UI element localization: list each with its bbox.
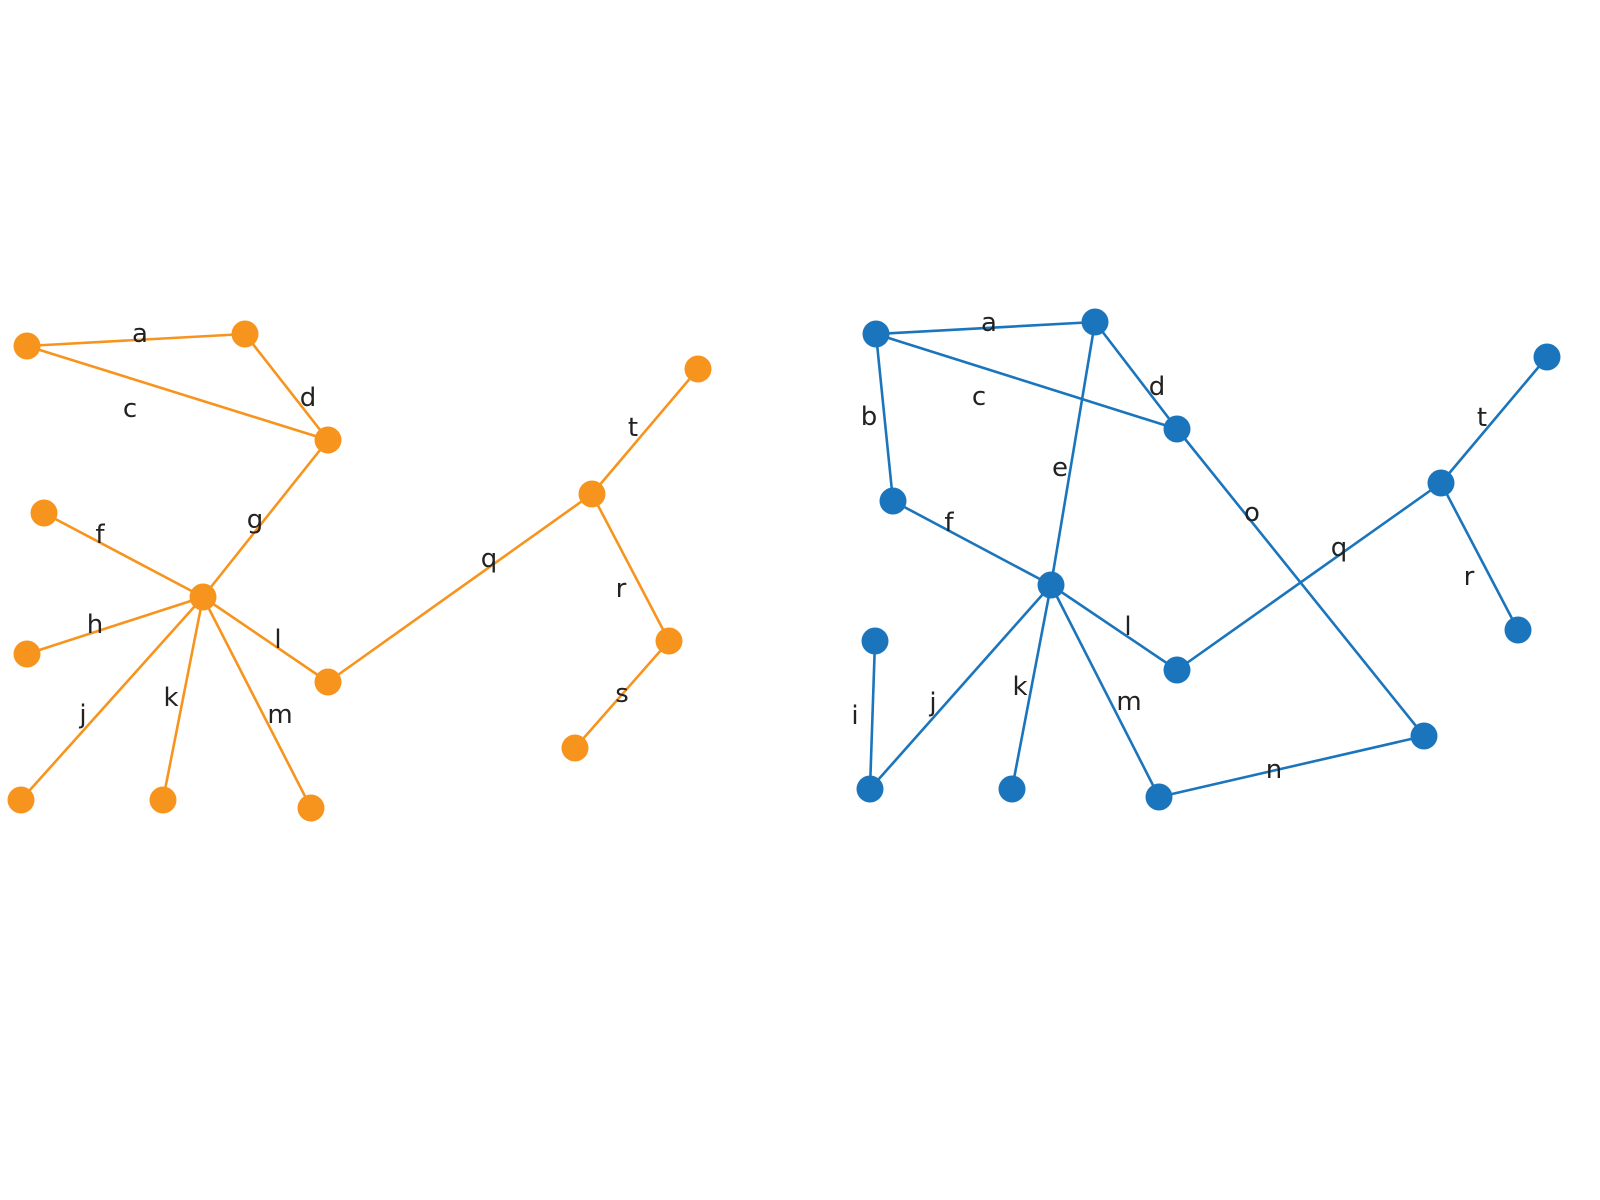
blue-edge-label-a: a: [981, 308, 997, 338]
blue-node-b1: [862, 320, 890, 348]
orange-edge-f: [42, 511, 205, 599]
orange-node-n2: [231, 320, 259, 348]
orange-node-n13: [655, 627, 683, 655]
blue-edge-label-f: f: [944, 508, 954, 538]
orange-edge-label-q: q: [481, 544, 498, 574]
blue-edge-label-m: m: [1116, 687, 1141, 717]
blue-node-b11: [1145, 783, 1173, 811]
blue-node-b5: [1037, 571, 1065, 599]
orange-node-n6: [13, 640, 41, 668]
blue-edges: [868, 320, 1549, 799]
blue-edge-e: [1049, 320, 1097, 587]
blue-edge-labels: a b c d e f o l j k m i n q t r: [851, 308, 1487, 785]
orange-edge-t: [590, 367, 700, 496]
orange-node-n8: [7, 786, 35, 814]
blue-edge-n: [1157, 734, 1426, 799]
blue-edge-label-k: k: [1012, 672, 1027, 702]
orange-edge-d: [243, 332, 330, 442]
orange-node-n9: [149, 786, 177, 814]
orange-edge-h: [25, 595, 205, 656]
orange-graph: a c d g f h j k m l q t r s: [7, 319, 712, 822]
blue-node-b15: [1504, 616, 1532, 644]
orange-edge-label-a: a: [132, 319, 148, 349]
orange-edge-label-f: f: [95, 520, 105, 550]
blue-edge-d: [1093, 320, 1179, 431]
orange-edge-j: [19, 595, 205, 802]
blue-edge-m: [1049, 583, 1161, 799]
orange-node-n12: [578, 480, 606, 508]
orange-edge-label-k: k: [163, 683, 178, 713]
blue-node-b10: [998, 775, 1026, 803]
orange-edge-label-j: j: [78, 700, 86, 730]
orange-edge-labels: a c d g f h j k m l q t r s: [78, 319, 638, 730]
blue-edge-label-b: b: [861, 402, 878, 432]
orange-edge-r: [590, 492, 671, 643]
blue-edge-l: [1049, 583, 1179, 672]
orange-edge-label-d: d: [300, 383, 317, 413]
blue-edge-label-j: j: [928, 688, 936, 718]
blue-edge-label-d: d: [1149, 372, 1166, 402]
orange-edge-label-m: m: [267, 700, 292, 730]
orange-edge-l: [201, 595, 330, 684]
blue-edge-i: [868, 639, 877, 791]
blue-edge-f: [891, 499, 1053, 587]
blue-node-b7: [1163, 656, 1191, 684]
orange-node-n5: [189, 583, 217, 611]
blue-nodes: [856, 308, 1561, 811]
orange-node-n1: [13, 332, 41, 360]
orange-node-n7: [314, 668, 342, 696]
blue-edge-label-n: n: [1266, 755, 1282, 785]
orange-edge-m: [201, 595, 313, 810]
blue-edge-q: [1175, 481, 1443, 672]
blue-graph: a b c d e f o l j k m i n q t r: [851, 308, 1561, 811]
orange-node-n11: [684, 355, 712, 383]
blue-edge-j: [868, 583, 1053, 791]
orange-edge-a: [25, 332, 247, 348]
orange-edge-s: [573, 639, 671, 750]
orange-edge-label-t: t: [628, 413, 638, 443]
blue-edge-label-l: l: [1124, 612, 1131, 642]
blue-edge-c: [874, 332, 1179, 431]
blue-node-b9: [856, 775, 884, 803]
orange-edges: [19, 332, 700, 810]
blue-node-b13: [1410, 722, 1438, 750]
blue-node-b14: [1533, 343, 1561, 371]
blue-edge-label-i: i: [851, 701, 858, 731]
blue-node-b12: [1427, 469, 1455, 497]
orange-nodes: [7, 320, 712, 822]
orange-node-n10: [297, 794, 325, 822]
blue-edge-label-t: t: [1477, 403, 1487, 433]
blue-node-b4: [879, 487, 907, 515]
blue-edge-t: [1439, 355, 1549, 485]
blue-edge-label-o: o: [1244, 498, 1260, 528]
blue-edge-label-c: c: [972, 382, 986, 412]
orange-node-n4: [30, 499, 58, 527]
blue-edge-a: [874, 320, 1097, 336]
orange-edge-label-c: c: [123, 394, 137, 424]
orange-edge-c: [25, 344, 330, 442]
blue-node-b8: [861, 627, 889, 655]
orange-edge-label-r: r: [616, 574, 627, 604]
blue-edge-k: [1010, 583, 1053, 791]
orange-edge-g: [201, 438, 330, 599]
orange-edge-label-l: l: [274, 625, 281, 655]
orange-edge-k: [161, 595, 205, 802]
orange-edge-q: [326, 492, 594, 684]
orange-edge-label-h: h: [87, 610, 103, 640]
orange-edge-label-g: g: [247, 505, 264, 535]
orange-node-n14: [561, 734, 589, 762]
orange-node-n3: [314, 426, 342, 454]
blue-node-b3: [1163, 415, 1191, 443]
blue-edge-b: [874, 332, 895, 503]
orange-edge-label-s: s: [615, 679, 629, 709]
blue-edge-label-r: r: [1464, 562, 1475, 592]
blue-edge-label-e: e: [1052, 453, 1068, 483]
blue-edge-label-q: q: [1331, 533, 1348, 563]
blue-node-b2: [1081, 308, 1109, 336]
blue-edge-r: [1439, 481, 1520, 632]
